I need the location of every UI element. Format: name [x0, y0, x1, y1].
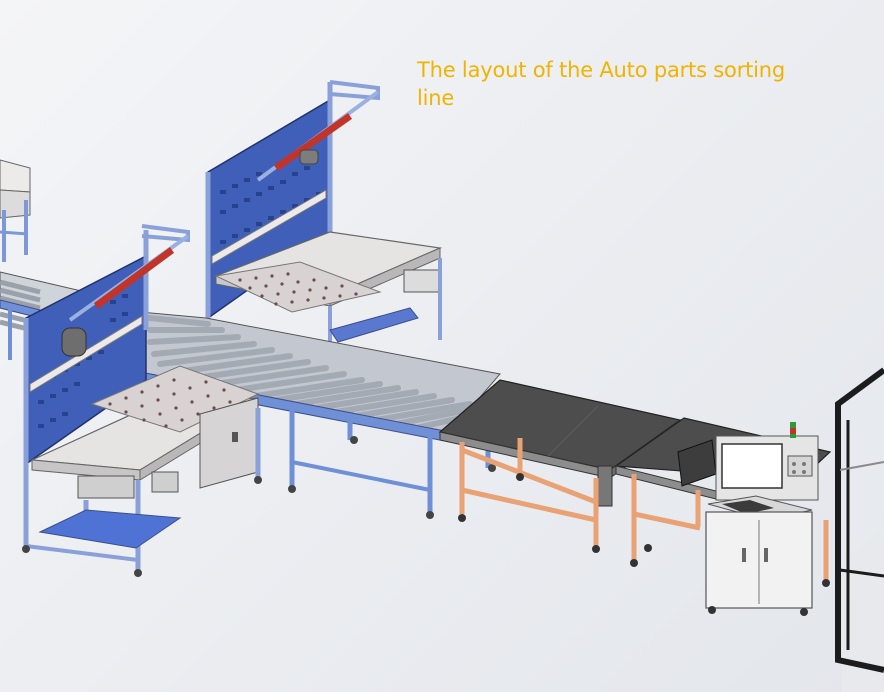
- layout-caption: The layout of the Auto parts sorting lin…: [417, 58, 786, 110]
- glass-enclosure: [835, 367, 884, 692]
- control-cabinet: [705, 422, 822, 616]
- front-workbench: [22, 224, 262, 577]
- back-workbench: [205, 80, 443, 344]
- far-left-workbench: [0, 159, 31, 262]
- main-roller-conveyor: [139, 311, 501, 519]
- belt-conveyor-1: [438, 379, 682, 553]
